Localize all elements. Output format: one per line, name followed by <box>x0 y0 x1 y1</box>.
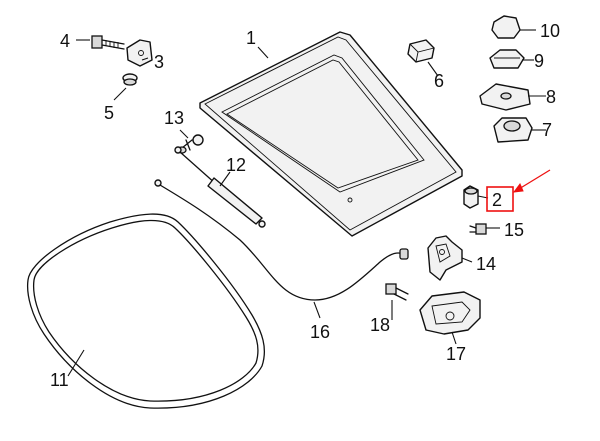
part-16-release-cable <box>154 179 409 301</box>
callout-17: 17 <box>446 344 466 364</box>
part-15-bolt <box>469 223 487 235</box>
part-7-stop-pad <box>493 117 533 143</box>
callout-15: 15 <box>504 220 524 240</box>
callout-6: 6 <box>434 71 444 91</box>
callout-5: 5 <box>104 103 114 123</box>
part-4-bolt <box>91 35 125 50</box>
callout-4: 4 <box>60 31 70 51</box>
callout-13: 13 <box>164 108 184 128</box>
callout-16: 16 <box>310 322 330 342</box>
part-3-bracket <box>126 39 153 67</box>
part-2-nut <box>463 185 479 209</box>
part-17-actuator <box>419 291 481 335</box>
part-12-support-strut <box>174 146 266 228</box>
callout-12: 12 <box>226 155 246 175</box>
part-5-clip <box>122 73 138 86</box>
highlight-box <box>486 186 514 212</box>
callout-11: 11 <box>50 370 69 390</box>
part-1-liftgate-glass <box>199 31 463 237</box>
part-18-bolt <box>385 283 409 301</box>
part-8-plate <box>479 83 531 111</box>
part-14-latch <box>427 235 463 281</box>
callout-9: 9 <box>534 51 544 71</box>
callout-18: 18 <box>370 315 390 335</box>
callout-3: 3 <box>154 52 164 72</box>
callout-8: 8 <box>546 87 556 107</box>
part-11-weatherstrip <box>26 213 266 409</box>
callout-10: 10 <box>540 21 560 41</box>
part-10-cap <box>491 15 521 39</box>
part-6-bumper <box>407 39 435 63</box>
part-9-bumper <box>489 49 525 69</box>
leader-lines <box>67 29 546 377</box>
callout-7: 7 <box>542 120 552 140</box>
callout-1: 1 <box>246 28 256 48</box>
callout-2: 2 <box>492 190 502 210</box>
callout-labels: 1 2 3 4 5 6 7 8 9 10 11 12 13 14 15 16 1… <box>50 21 560 390</box>
callout-14: 14 <box>476 254 496 274</box>
part-13-ball-stud <box>177 134 204 154</box>
highlight-part-2 <box>486 169 551 212</box>
